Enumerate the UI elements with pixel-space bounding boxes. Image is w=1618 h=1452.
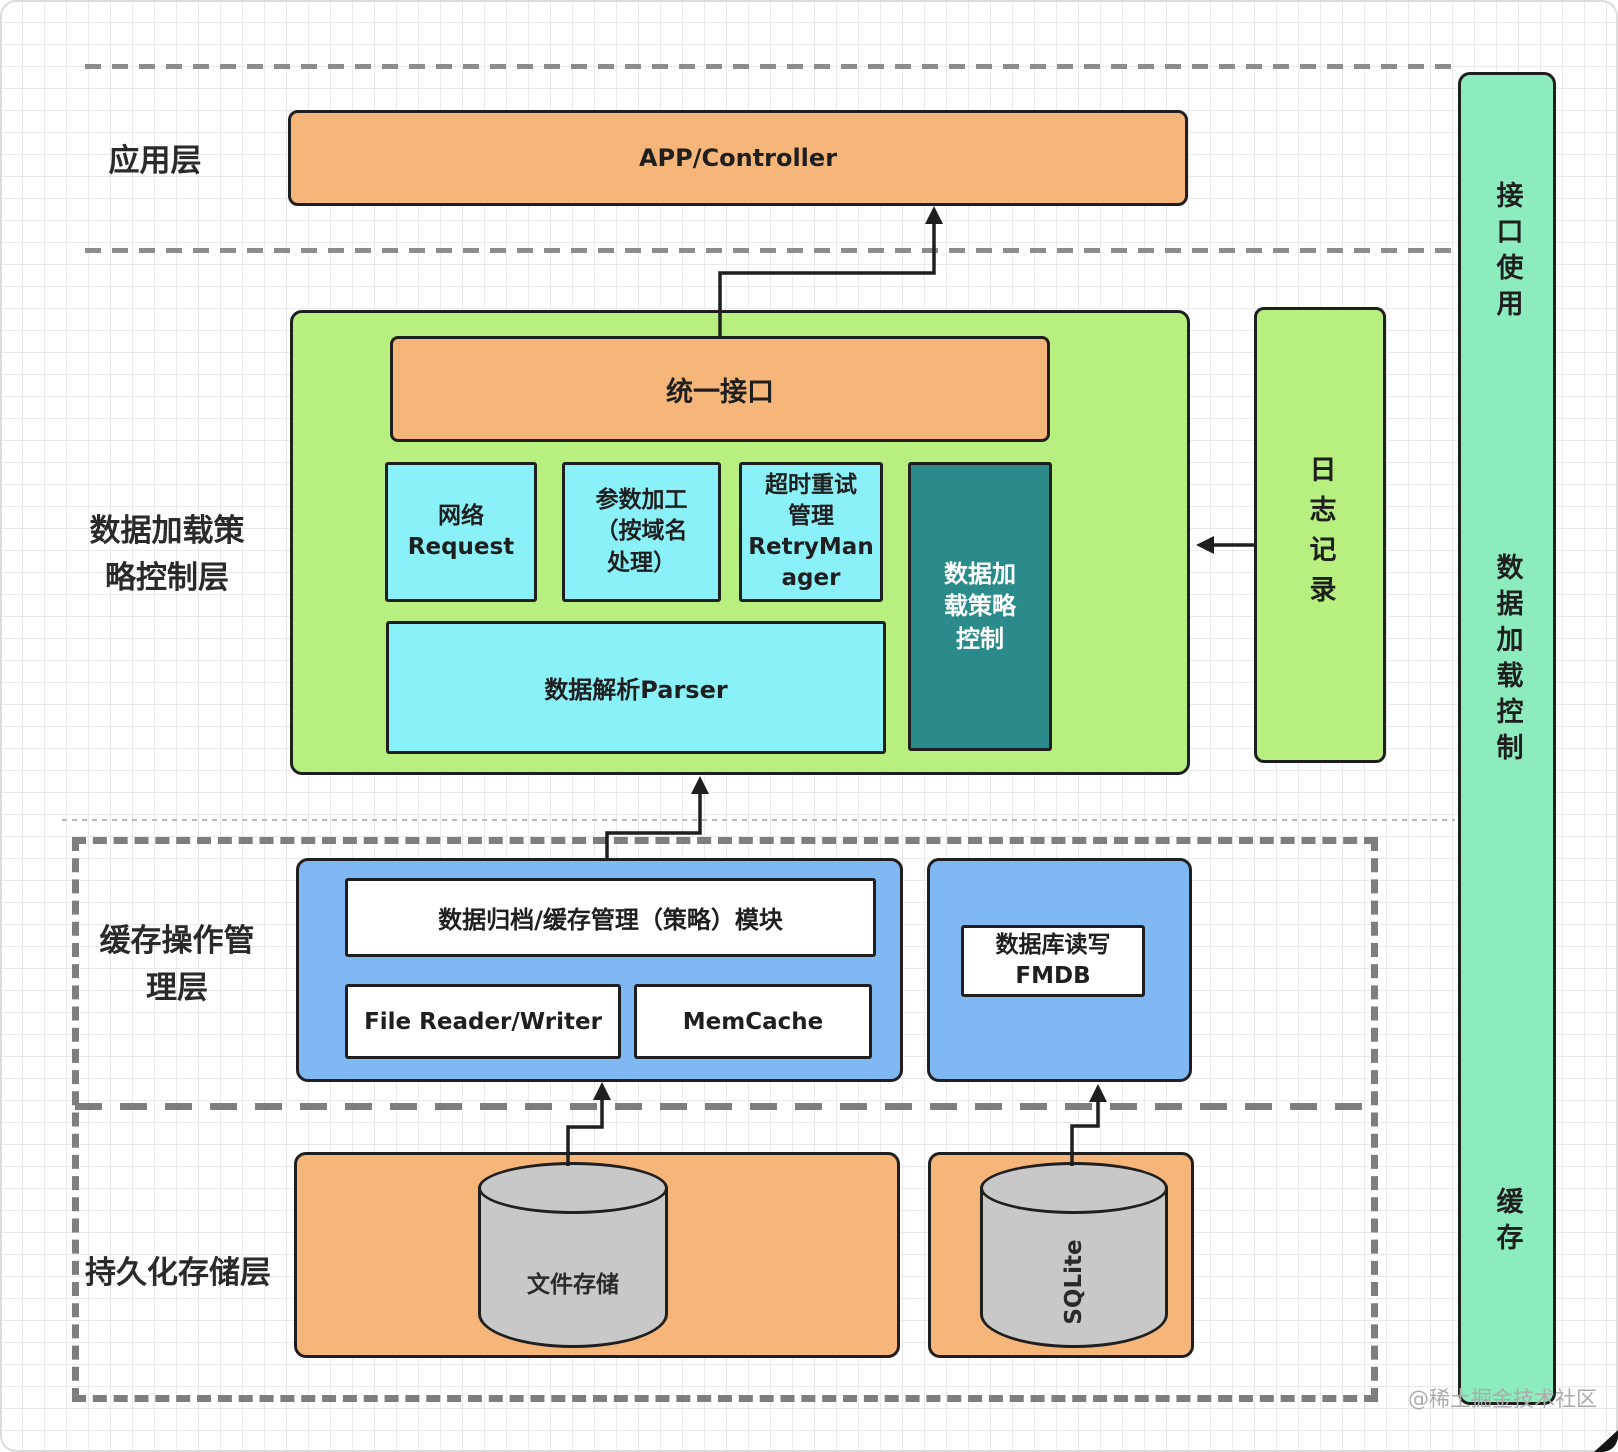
retry-manager-box: 超时重试 管理 RetryMan ager [739,462,883,602]
archive-module-label: 数据归档/缓存管理（策略）模块 [438,906,783,934]
network-request-box: 网络 Request [385,462,537,602]
parser-box: 数据解析Parser [386,621,886,754]
file-reader-writer-label: File Reader/Writer [364,1008,602,1035]
sqlite-cylinder-top [980,1162,1168,1214]
separator-line-strategy-cache [62,819,1455,821]
sqlite-label: SQLite [1061,1239,1087,1325]
separator-line-cache-storage [75,1103,1375,1110]
file-storage-cylinder-body [478,1188,668,1348]
file-storage-cylinder: 文件存储 [478,1162,668,1348]
param-processing-box: 参数加工 （按域名 处理） [562,462,721,602]
db-rw-label: 数据库读写 FMDB [995,931,1111,989]
arrowhead-unified-to-app [925,206,943,224]
parser-label: 数据解析Parser [544,676,728,704]
file-storage-cylinder-top [478,1162,668,1214]
side-bar-middle-label: 数据加载控制 [1491,552,1523,769]
side-bar [1458,72,1556,1405]
app-controller-box: APP/Controller [288,110,1188,206]
app-controller-label: APP/Controller [638,144,838,172]
retry-manager-label: 超时重试 管理 RetryMan ager [748,471,874,592]
storage-layer-label: 持久化存储层 [85,1255,271,1291]
network-request-label: 网络 Request [407,502,515,560]
strategy-control-box: 数据加 载策略 控制 [908,462,1052,751]
watermark: @稀土掘金技术社区 [1408,1387,1597,1411]
side-bar-bottom-label: 缓存 [1491,1187,1523,1259]
cache-storage-dashed-container [72,837,1378,1402]
file-storage-label: 文件存储 [527,1272,619,1298]
unified-api-box: 统一接口 [390,336,1050,442]
param-processing-label: 参数加工 （按域名 处理） [595,487,688,576]
sqlite-cylinder-body [980,1188,1168,1348]
strategy-layer-label: 数据加载策 略控制层 [89,513,245,596]
logging-label: 日志记录 [1304,455,1336,615]
unified-api-label: 统一接口 [666,376,774,408]
cache-layer-label: 缓存操作管 理层 [99,923,255,1006]
logging-box: 日志记录 [1254,307,1386,763]
memcache-box: MemCache [634,984,872,1059]
corner-fold-icon [1594,1430,1618,1452]
arrowhead-logging-to-strategy [1196,536,1214,554]
file-reader-writer-box: File Reader/Writer [345,984,621,1059]
archive-module-box: 数据归档/缓存管理（策略）模块 [345,878,876,957]
db-rw-box: 数据库读写 FMDB [961,925,1145,997]
sqlite-cylinder: SQLite [980,1162,1168,1348]
separator-line-app-strategy [85,248,1458,253]
arrowhead-cache-to-strategy [691,776,709,794]
side-bar-top-label: 接口使用 [1491,181,1523,325]
app-layer-label: 应用层 [108,143,202,179]
separator-line-top [85,64,1458,69]
strategy-control-label: 数据加 载策略 控制 [944,559,1016,653]
memcache-label: MemCache [682,1008,824,1035]
